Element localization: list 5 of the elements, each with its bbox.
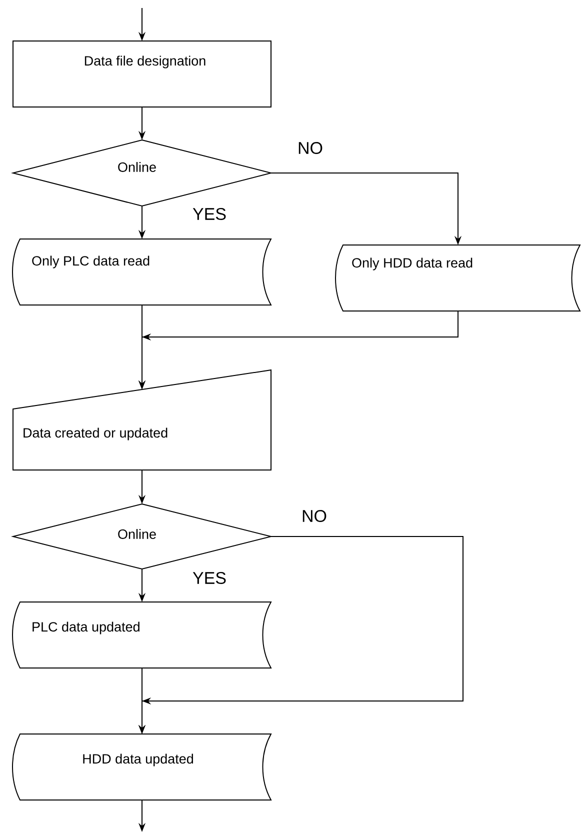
edge-label: NO	[298, 142, 322, 154]
process-box: Data file designation	[12, 40, 272, 108]
edge-label: YES	[192, 572, 226, 584]
edge-label: YES	[192, 208, 226, 220]
edge-label: NO	[302, 510, 326, 522]
